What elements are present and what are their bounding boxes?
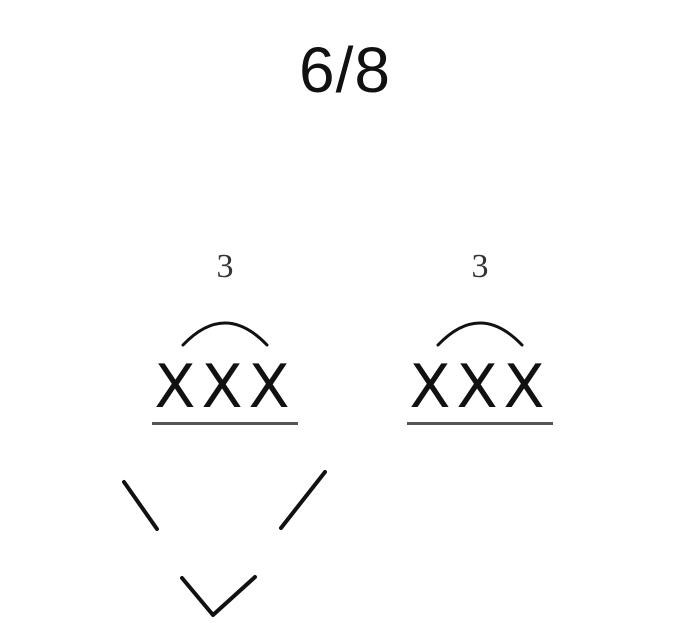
triplet-group-2: 3 XXX	[405, 245, 555, 425]
tuplet-bracket-arc	[436, 321, 524, 347]
triplet-group-1: 3 XXX	[150, 245, 300, 425]
stroke-left-diagonal	[122, 480, 159, 531]
tuplet-bracket-arc	[181, 321, 269, 347]
beat-marks: XXX	[154, 352, 296, 422]
stroke-right-diagonal	[279, 470, 327, 530]
group-underline	[152, 422, 298, 425]
stroke-v-mark	[180, 575, 257, 617]
group-underline	[407, 422, 553, 425]
tuplet-number: 3	[216, 248, 234, 285]
tuplet-number: 3	[471, 248, 489, 285]
time-signature-title: 6/8	[299, 34, 391, 106]
beat-marks: XXX	[409, 352, 551, 422]
